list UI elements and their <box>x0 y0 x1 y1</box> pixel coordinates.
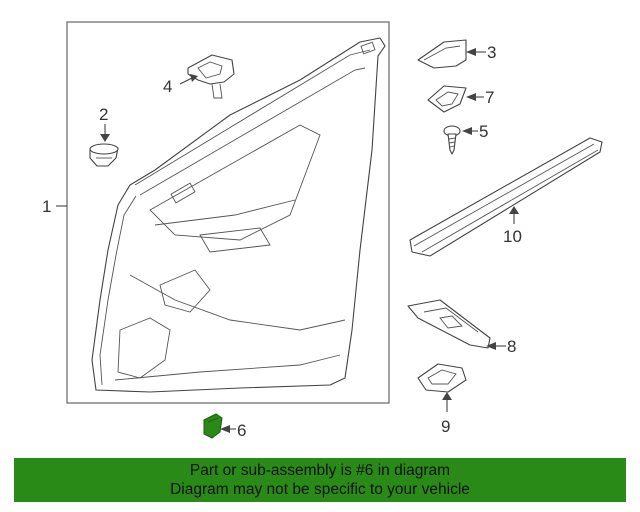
switch-housing-part <box>417 363 467 393</box>
callout-3: 3 <box>487 43 496 62</box>
screw-part <box>443 125 461 155</box>
callout-9: 9 <box>441 417 450 436</box>
callout-4: 4 <box>163 77 172 96</box>
callout-8: 8 <box>507 337 516 356</box>
banner-line-2: Diagram may not be specific to your vehi… <box>170 481 470 498</box>
parts-diagram: 1 2 3 4 5 6 7 8 9 10 <box>42 21 603 440</box>
callout-2: 2 <box>99 105 108 124</box>
info-banner: Part or sub-assembly is #6 in diagram Di… <box>14 458 626 502</box>
garnish-strip-part <box>409 137 603 257</box>
leader-lines <box>56 48 519 433</box>
cover-part <box>417 39 467 69</box>
callout-6: 6 <box>237 421 246 440</box>
clip-part <box>89 143 119 167</box>
callout-5: 5 <box>479 122 488 141</box>
callout-7: 7 <box>485 88 494 107</box>
fastener-part-highlighted[interactable] <box>203 413 223 439</box>
door-panel-frame <box>66 21 390 404</box>
door-trim-panel <box>91 37 386 393</box>
callout-10: 10 <box>503 227 522 246</box>
cap-part <box>427 85 467 113</box>
banner-line-1: Part or sub-assembly is #6 in diagram <box>189 462 451 479</box>
callout-1: 1 <box>42 197 51 216</box>
lower-panel-part <box>407 299 491 349</box>
